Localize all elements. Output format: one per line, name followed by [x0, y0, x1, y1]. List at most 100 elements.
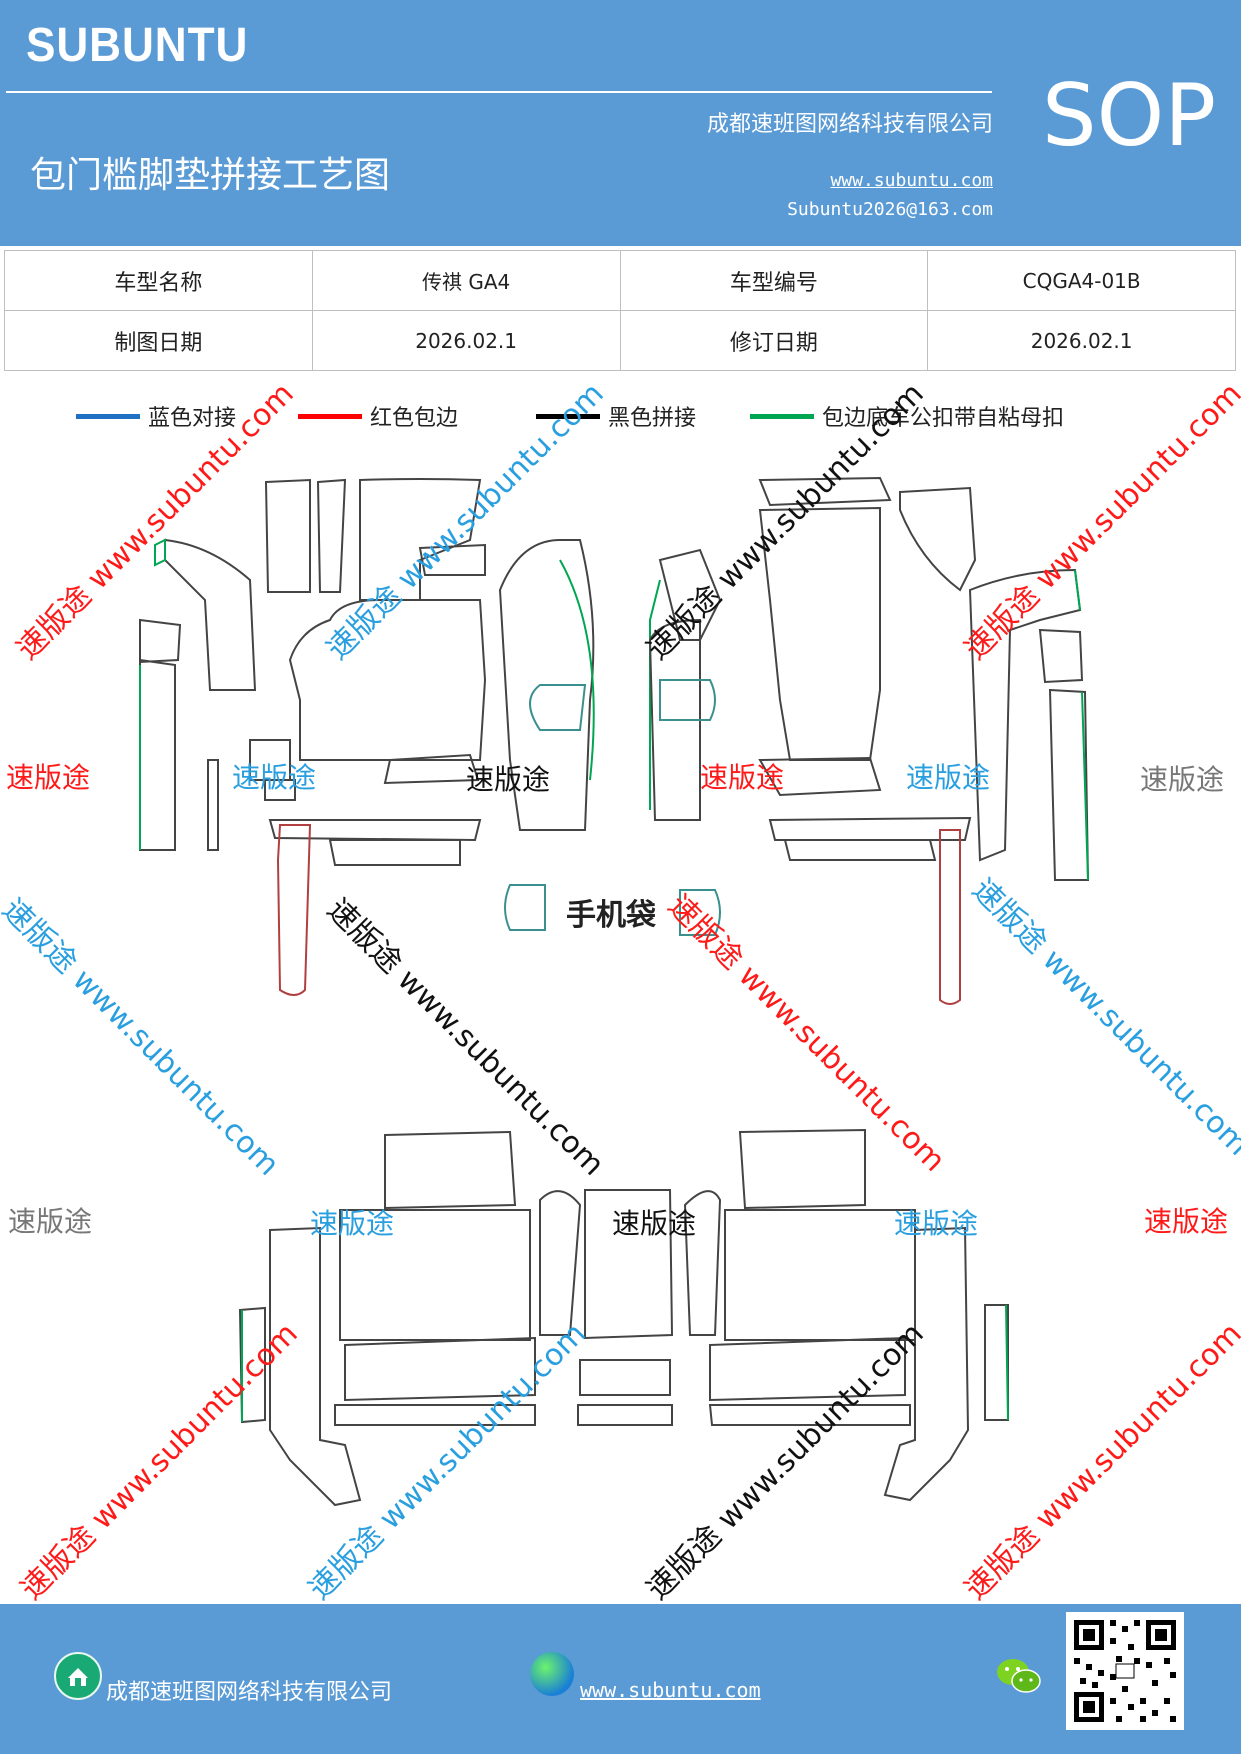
pattern-piece — [1005, 1304, 1009, 1421]
table-cell: CQGA4-01B — [927, 250, 1236, 311]
pattern-piece — [559, 559, 595, 781]
footer-company: 成都速班图网络科技有限公司 — [106, 1680, 393, 1705]
table-cell: 车型编号 — [619, 250, 929, 311]
page-title: 包门槛脚垫拼接工艺图 — [30, 155, 391, 196]
pattern-piece — [679, 889, 721, 936]
watermark-text: 速版途 — [612, 1207, 697, 1240]
mat-pattern-drawing — [139, 476, 1090, 1507]
pattern-piece — [968, 568, 1082, 862]
pattern-piece — [139, 618, 182, 664]
qr-code[interactable] — [1066, 1612, 1184, 1730]
pattern-piece — [724, 1209, 916, 1341]
table-cell: 2026.02.1 — [927, 310, 1236, 371]
header-divider — [6, 91, 992, 93]
wechat-icon — [996, 1656, 1042, 1700]
pattern-piece — [539, 1190, 582, 1336]
pattern-piece — [164, 538, 257, 691]
footer-banner: 成都速班图网络科技有限公司 www.subuntu.com — [0, 1604, 1241, 1754]
pattern-piece — [264, 779, 296, 801]
pattern-piece — [1074, 569, 1081, 611]
pattern-piece — [659, 679, 716, 721]
pattern-piece — [384, 1130, 517, 1210]
pattern-piece — [984, 1304, 1009, 1421]
pattern-piece — [648, 618, 701, 821]
pattern-piece — [758, 506, 881, 761]
company-name: 成都速班图网络科技有限公司 — [706, 112, 993, 137]
brand-logo: SUBUNTU — [26, 19, 249, 72]
pattern-piece — [738, 1128, 866, 1210]
table-cell: 车型名称 — [4, 250, 313, 311]
pattern-piece — [264, 478, 311, 593]
table-row: 制图日期 2026.02.1 修订日期 2026.02.1 — [4, 310, 1236, 371]
pattern-piece — [649, 579, 661, 810]
info-table: 车型名称 传祺 GA4 车型编号 CQGA4-01B 制图日期 2026.02.… — [4, 250, 1236, 371]
pattern-piece — [584, 1189, 674, 1340]
pattern-piece — [334, 1404, 536, 1426]
pattern-piece — [758, 756, 882, 797]
pattern-piece — [709, 1336, 906, 1402]
table-cell: 修订日期 — [619, 310, 929, 371]
pattern-piece — [899, 486, 977, 592]
pattern-piece — [1081, 691, 1089, 881]
pattern-piece — [269, 1226, 362, 1507]
pocket-label: 手机袋 — [566, 898, 656, 933]
legend-label: 黑色拼接 — [608, 406, 697, 431]
legend-item-blue: 蓝色对接 — [76, 400, 236, 432]
watermark-text: 速版途 — [1144, 1205, 1229, 1238]
pattern-piece — [577, 1404, 673, 1426]
pattern-piece — [276, 824, 312, 996]
table-cell: 传祺 GA4 — [311, 250, 621, 311]
globe-icon — [530, 1652, 574, 1696]
sop-badge: SOP — [1042, 66, 1217, 166]
pattern-piece — [344, 1336, 536, 1402]
watermark-text: 速版途 — [1140, 763, 1225, 796]
pattern-piece — [268, 819, 482, 842]
watermark-text: 速版途 — [906, 761, 991, 794]
legend-swatch — [76, 413, 140, 419]
legend-swatch — [298, 413, 362, 419]
watermark-text: 速版途 — [310, 1207, 395, 1240]
legend-item-black: 黑色拼接 — [536, 400, 696, 432]
legend-item-red: 红色包边 — [298, 400, 458, 432]
pattern-piece — [207, 759, 219, 851]
legend-swatch — [750, 413, 814, 419]
legend-label: 红色包边 — [370, 406, 459, 431]
watermark-text: 速版途 — [894, 1207, 979, 1240]
pattern-piece — [683, 1190, 722, 1336]
pattern-piece — [316, 478, 347, 593]
pattern-piece — [383, 753, 480, 785]
pattern-piece — [768, 816, 972, 841]
watermark-text: 速版途 — [6, 761, 91, 794]
pattern-piece — [658, 548, 722, 641]
pattern-piece — [883, 1226, 970, 1502]
legend-label: 包边底车公扣带自粘母扣 — [822, 406, 1065, 431]
legend-label: 蓝色对接 — [148, 406, 237, 431]
pattern-piece — [339, 1209, 531, 1341]
header-banner: SUBUNTU 成都速班图网络科技有限公司 包门槛脚垫拼接工艺图 www.sub… — [0, 0, 1241, 246]
table-cell: 2026.02.1 — [311, 310, 621, 371]
footer-website-link[interactable]: www.subuntu.com — [580, 1678, 761, 1702]
legend: 蓝色对接 红色包边 黑色拼接 包边底车公扣带自粘母扣 — [0, 400, 1241, 440]
pattern-piece — [288, 599, 487, 761]
table-cell: 制图日期 — [4, 310, 313, 371]
pattern-piece — [154, 538, 166, 567]
watermark-text: 速版途 — [466, 763, 551, 796]
pattern-piece — [418, 543, 486, 576]
pattern-piece — [783, 839, 937, 861]
pattern-piece — [498, 539, 595, 831]
pattern-piece — [139, 658, 176, 851]
table-row: 车型名称 传祺 GA4 车型编号 CQGA4-01B — [4, 250, 1236, 311]
pattern-piece — [939, 829, 961, 1005]
website-link[interactable]: www.subuntu.com — [830, 170, 993, 191]
pattern-piece — [359, 478, 482, 601]
legend-item-green: 包边底车公扣带自粘母扣 — [750, 400, 1064, 432]
pattern-piece — [504, 884, 546, 931]
watermark-text: 速版途 — [232, 761, 317, 794]
watermark-text: 速版途 — [700, 761, 785, 794]
home-icon — [54, 1652, 102, 1700]
pattern-piece — [328, 839, 461, 866]
pattern-piece — [708, 1404, 911, 1426]
pattern-piece — [579, 1359, 671, 1396]
legend-swatch — [536, 413, 600, 419]
pattern-pieces — [139, 476, 1090, 1507]
